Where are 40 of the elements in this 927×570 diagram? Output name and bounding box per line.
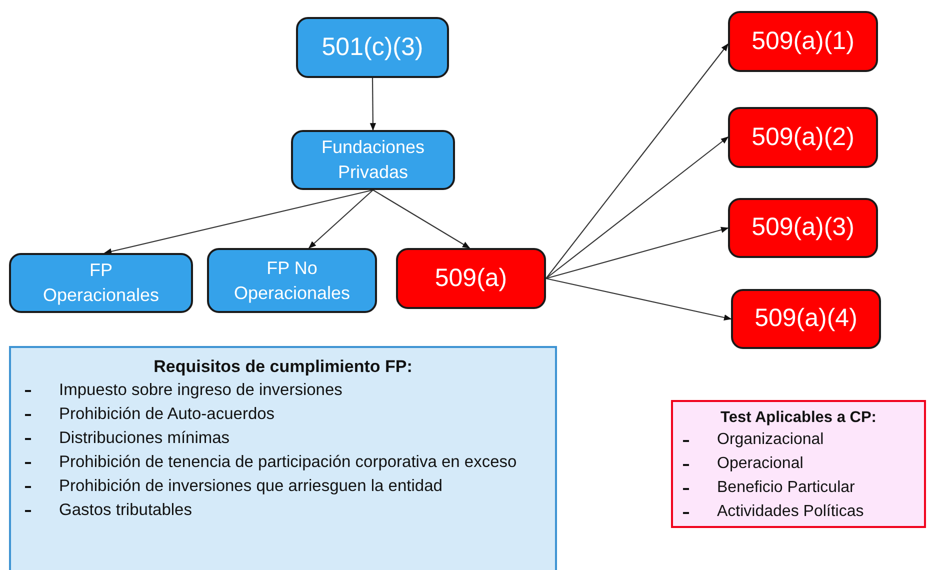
panel-heading: Requisitos de cumplimiento FP: bbox=[152, 356, 414, 378]
arrow bbox=[546, 136, 729, 279]
box-label: 509(a)(3) bbox=[752, 212, 854, 244]
process-box bbox=[396, 248, 546, 309]
arrow bbox=[546, 43, 728, 279]
list-item: Organizacional bbox=[717, 431, 824, 448]
arrow bbox=[546, 278, 732, 321]
info-panel bbox=[9, 346, 557, 570]
list-item: Prohibición de tenencia de participación corporativa en exceso bbox=[59, 453, 517, 471]
process-box bbox=[207, 248, 377, 313]
box-label: 509(a)(1) bbox=[752, 26, 854, 57]
box-label: FP Operacionales bbox=[42, 259, 160, 307]
panel-heading: Test Aplicables a CP: bbox=[720, 408, 878, 428]
arrow bbox=[546, 226, 729, 280]
list-item: Distribuciones mínimas bbox=[59, 429, 230, 447]
box-label: 509(a) bbox=[434, 262, 508, 294]
process-box bbox=[291, 130, 455, 190]
arrow bbox=[308, 190, 374, 249]
process-box bbox=[731, 289, 881, 349]
list-item: Operacional bbox=[717, 455, 804, 472]
info-panel bbox=[671, 400, 926, 528]
box-label: 501(c)(3) bbox=[322, 32, 424, 63]
arrow bbox=[370, 78, 376, 131]
arrow bbox=[372, 190, 470, 248]
list-item: Impuesto sobre ingreso de inversiones bbox=[59, 381, 342, 399]
list-item: Gastos tributables bbox=[59, 501, 192, 519]
list-item: Beneficio Particular bbox=[717, 479, 855, 496]
list-item: Actividades Políticas bbox=[717, 503, 864, 520]
process-box bbox=[9, 253, 193, 313]
arrow bbox=[104, 189, 374, 254]
list-item: Prohibición de Auto-acuerdos bbox=[59, 405, 275, 423]
process-box bbox=[728, 198, 878, 258]
process-box bbox=[728, 107, 878, 168]
box-label: 509(a)(2) bbox=[752, 122, 854, 153]
box-label: Fundaciones Privadas bbox=[320, 136, 426, 184]
process-box bbox=[728, 11, 878, 72]
process-box bbox=[296, 17, 449, 78]
box-label: 509(a)(4) bbox=[754, 303, 858, 334]
list-item: Prohibición de inversiones que arriesguen la entidad bbox=[59, 477, 442, 495]
box-label: FP No Operacionales bbox=[232, 256, 352, 305]
